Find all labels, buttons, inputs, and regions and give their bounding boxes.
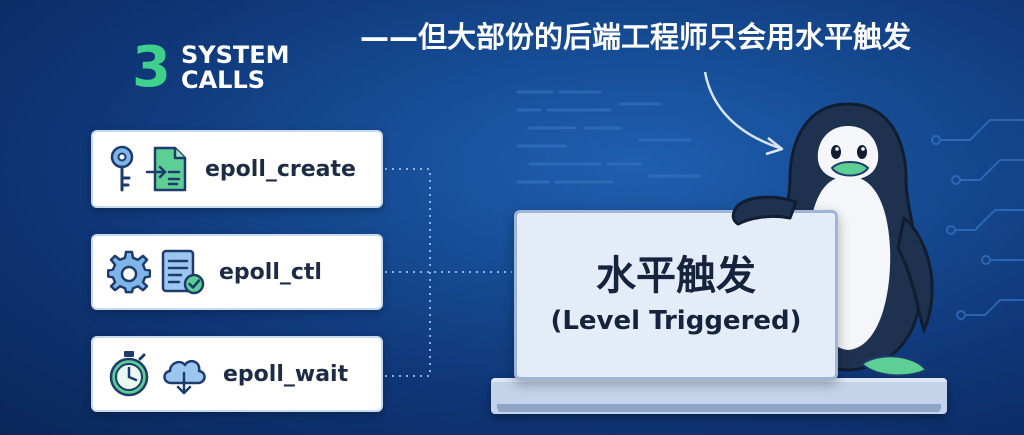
heading-line2: CALLS bbox=[180, 66, 266, 94]
stopwatch-icon bbox=[109, 351, 149, 397]
curved-arrow bbox=[703, 71, 781, 150]
monitor-title: 水平触发 bbox=[596, 253, 756, 299]
tux-flipper-illustration bbox=[731, 195, 798, 226]
epoll-create-card: epoll_create bbox=[91, 130, 383, 208]
epoll-wait-icons bbox=[107, 349, 209, 399]
epoll-wait-card: epoll_wait bbox=[91, 336, 383, 412]
heading-line1: SYSTEM bbox=[180, 40, 290, 69]
curved-arrow-head bbox=[765, 137, 784, 156]
gear-icon bbox=[107, 250, 151, 294]
epoll-create-label: epoll_create bbox=[205, 156, 356, 182]
checklist-icon bbox=[161, 249, 205, 295]
epoll-ctl-card: epoll_ctl bbox=[91, 234, 383, 310]
key-icon bbox=[110, 145, 134, 192]
connector-lines bbox=[385, 168, 512, 377]
document-arrow-icon bbox=[145, 146, 187, 192]
monitor-subtitle: (Level Triggered) bbox=[550, 306, 802, 336]
epoll-ctl-icons bbox=[107, 247, 205, 297]
monitor-screen: 水平触发 (Level Triggered) bbox=[514, 210, 838, 380]
circuit-traces-decoration bbox=[931, 119, 1024, 320]
heading-number: 3 bbox=[132, 35, 171, 100]
epoll-ctl-label: epoll_ctl bbox=[219, 259, 322, 285]
monitor-base-edge bbox=[497, 404, 941, 412]
tagline: ——但大部份的后端工程师只会用水平触发 bbox=[360, 20, 912, 54]
code-lines-decoration bbox=[516, 90, 702, 184]
system-calls-heading: 3 SYSTEM CALLS bbox=[132, 33, 290, 103]
epoll-create-icons bbox=[107, 144, 191, 194]
cloud-download-icon bbox=[163, 359, 206, 395]
heading-words: SYSTEM CALLS bbox=[180, 40, 290, 94]
epoll-wait-label: epoll_wait bbox=[223, 361, 349, 387]
